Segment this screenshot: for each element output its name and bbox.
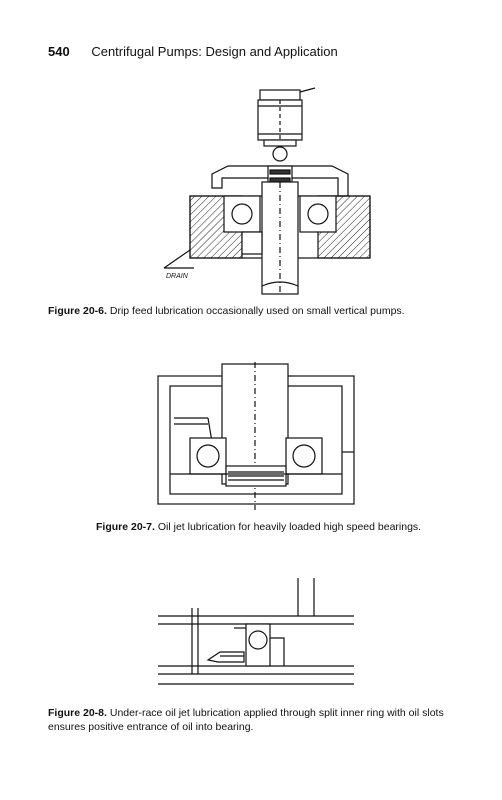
figure-20-8-text: Under-race oil jet lubrication applied t… — [48, 707, 444, 733]
figure-20-6-caption: Figure 20-6. Drip feed lubrication occas… — [48, 304, 468, 318]
figure-20-8-drawing — [158, 578, 354, 698]
drain-annotation: DRAIN — [166, 273, 189, 280]
figure-20-6-text: Drip feed lubrication occasionally used … — [109, 305, 405, 317]
drip-feed-lubrication-diagram: DRAIN — [163, 87, 371, 295]
running-title: Centrifugal Pumps: Design and Applicatio… — [91, 44, 338, 59]
figure-20-6-label: Figure 20-6. — [48, 305, 107, 317]
page-header: 540 Centrifugal Pumps: Design and Applic… — [48, 44, 338, 59]
under-race-oil-jet-diagram — [158, 578, 354, 685]
figure-20-8-caption: Figure 20-8. Under-race oil jet lubricat… — [48, 706, 464, 734]
figure-20-7-label: Figure 20-7. — [96, 521, 155, 533]
figure-20-7-drawing — [150, 362, 362, 512]
figure-20-8-label: Figure 20-8. — [48, 707, 107, 719]
figure-20-7-text: Oil jet lubrication for heavily loaded h… — [157, 521, 422, 533]
oil-jet-lubrication-diagram — [157, 362, 355, 510]
page-number: 540 — [48, 44, 70, 59]
figure-20-7-caption: Figure 20-7. Oil jet lubrication for hea… — [96, 520, 496, 534]
figure-20-6-drawing: DRAIN — [150, 78, 380, 298]
